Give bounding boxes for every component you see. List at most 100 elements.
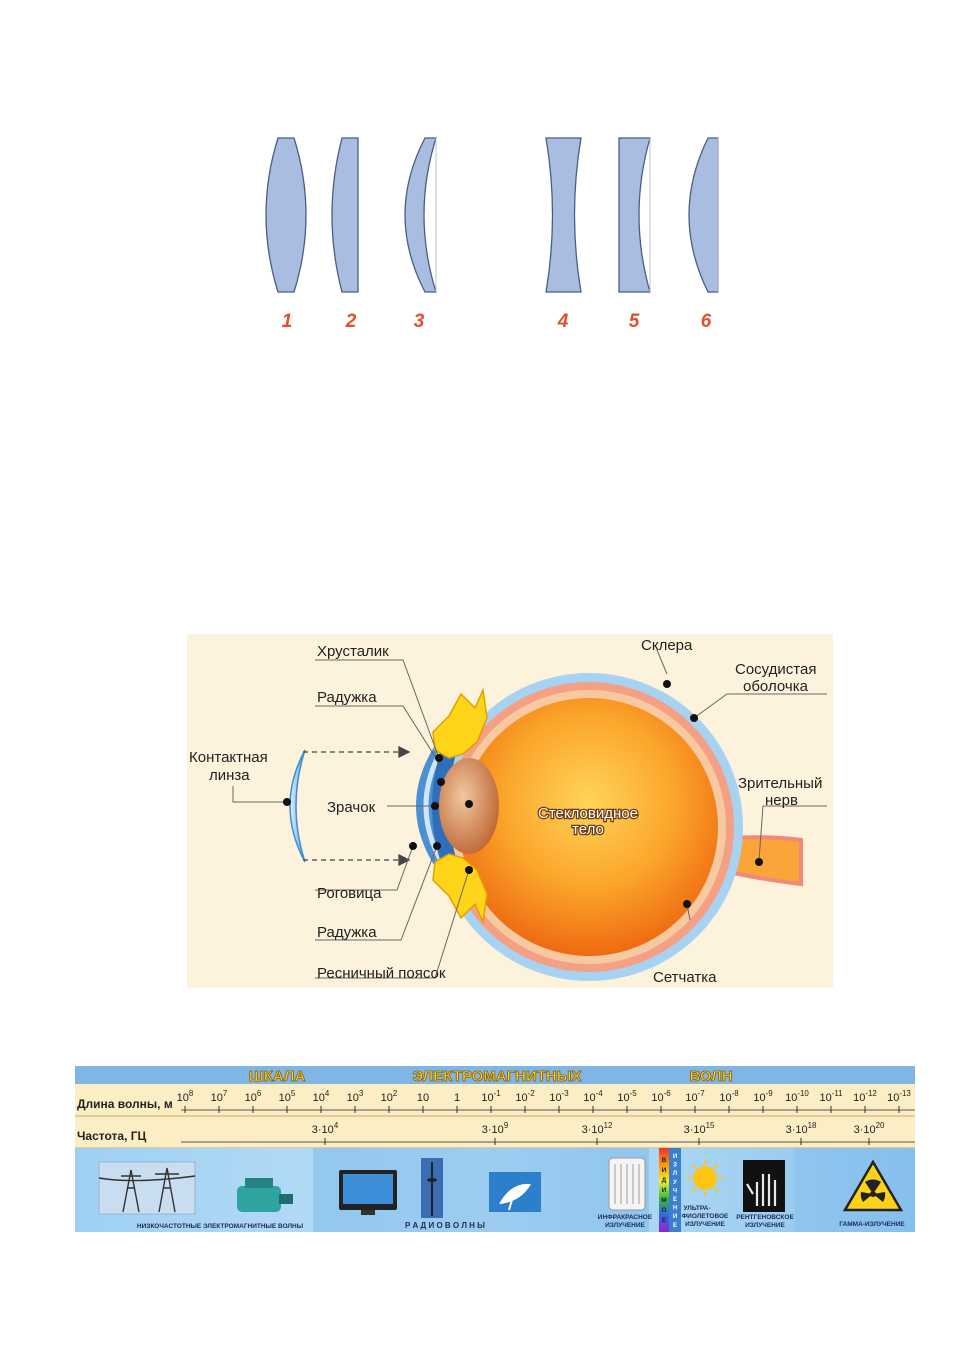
wavelength-tick: 106	[245, 1089, 262, 1104]
label-retina: Сетчатка	[653, 969, 717, 986]
visible-light-letter: И	[662, 1187, 667, 1194]
wavelength-tick: 10-1	[481, 1089, 501, 1104]
satellite-dish-illustration	[489, 1172, 541, 1212]
wavelength-row	[75, 1084, 915, 1116]
frequency-tick: 3·104	[312, 1121, 339, 1136]
lens-label-6: 6	[701, 311, 712, 332]
frequency-label: Частота, ГЦ	[77, 1129, 147, 1143]
lens-biconcave	[545, 137, 582, 293]
frequency-tick: 3·109	[482, 1121, 509, 1136]
radiation-sign-illustration	[842, 1159, 904, 1212]
label-vitreous-2: тело	[572, 821, 604, 838]
eye-anatomy-diagram: Хрусталик Радужка Контактная линза Зрачо…	[187, 634, 833, 988]
lens-plano-convex	[331, 137, 359, 293]
tv-tower-illustration	[421, 1158, 443, 1218]
label-pupil: Зрачок	[327, 799, 376, 816]
generator-illustration	[237, 1178, 293, 1212]
wavelength-tick: 10-13	[887, 1089, 911, 1104]
visible-light-letter: Е	[662, 1217, 667, 1224]
wavelength-tick: 10	[417, 1092, 429, 1104]
lens-plano-concave	[618, 137, 651, 293]
wavelength-tick: 10-5	[617, 1089, 637, 1104]
wavelength-tick: 108	[177, 1089, 194, 1104]
visible-light-letter: И	[662, 1167, 667, 1174]
band-gamma: ГАММА-ИЗЛУЧЕНИЕ	[839, 1221, 905, 1228]
wavelength-tick: 10-8	[719, 1089, 739, 1104]
frequency-tick: 3·1012	[582, 1121, 613, 1136]
radiation-letter: У	[673, 1180, 677, 1186]
band-xray-2: ИЗЛУЧЕНИЕ	[745, 1222, 785, 1229]
cornea-shape	[416, 726, 461, 886]
label-optic-1: Зрительный	[738, 775, 822, 792]
label-contact-lens-2: линза	[209, 767, 250, 784]
lens-label-3: 3	[414, 311, 425, 332]
radiator-illustration	[608, 1157, 646, 1211]
band-xray-1: РЕНТГЕНОВСКОЕ	[736, 1214, 794, 1221]
band-radio: Р А Д И О В О Л Н Ы	[405, 1221, 485, 1230]
visible-light-letter: О	[661, 1207, 666, 1214]
ciliary-body-top	[432, 687, 488, 759]
scale-header	[75, 1066, 915, 1084]
lens-label-4: 4	[557, 311, 569, 332]
lens-label-2: 2	[345, 311, 357, 332]
visible-light-letter: В	[662, 1157, 667, 1164]
band-infrared-1: ИНФРАКРАСНОЕ	[598, 1214, 653, 1221]
label-vitreous-1: Стекловидное	[538, 805, 638, 822]
radiation-letter: Н	[673, 1206, 677, 1212]
wavelength-tick: 10-10	[785, 1089, 809, 1104]
contact-lens-shape	[289, 749, 306, 863]
radiation-letter: И	[673, 1214, 677, 1220]
band-uv-1: УЛЬТРА-	[684, 1205, 711, 1212]
tv-illustration	[339, 1170, 397, 1215]
frequency-tick: 3·1018	[786, 1121, 817, 1136]
wavelength-tick: 104	[313, 1089, 330, 1104]
wavelength-tick: 105	[279, 1089, 296, 1104]
wavelength-tick: 10-9	[753, 1089, 773, 1104]
ciliary-body-bottom	[432, 853, 488, 925]
title-word-3: ВОЛН	[689, 1068, 732, 1085]
band-low-frequency: НИЗКОЧАСТОТНЫЕ ЭЛЕКТРОМАГНИТНЫЕ ВОЛНЫ	[137, 1223, 303, 1230]
em-wave-scale: ШКАЛА ЭЛЕКТРОМАГНИТНЫХ ВОЛН Длина волны,…	[75, 1066, 915, 1232]
band-uv-3: ИЗЛУЧЕНИЕ	[685, 1221, 725, 1228]
wavelength-tick: 1	[454, 1092, 460, 1104]
label-choroid-2: оболочка	[743, 678, 809, 695]
lens-types-diagram: 1 2 3 4 5 6	[265, 137, 719, 332]
wavelength-tick: 10-3	[549, 1089, 569, 1104]
wavelength-tick: 10-4	[583, 1089, 603, 1104]
title-word-1: ШКАЛА	[249, 1068, 306, 1085]
wavelength-tick: 10-12	[853, 1089, 877, 1104]
label-optic-2: нерв	[765, 792, 798, 809]
label-contact-lens-1: Контактная	[189, 749, 268, 766]
wavelength-tick: 102	[381, 1089, 398, 1104]
title-word-2: ЭЛЕКТРОМАГНИТНЫХ	[413, 1068, 582, 1085]
lens-convex-meniscus	[404, 137, 437, 293]
wavelength-tick: 103	[347, 1089, 364, 1104]
label-iris-bottom: Радужка	[317, 924, 377, 941]
power-lines-illustration	[98, 1161, 196, 1215]
visible-light-letter: Д	[662, 1177, 667, 1184]
label-ciliary: Ресничный поясок	[317, 965, 446, 982]
wavelength-tick: 10-2	[515, 1089, 534, 1104]
lens-label-1: 1	[282, 311, 293, 332]
lens-concave-meniscus	[688, 137, 719, 293]
wavelength-tick: 10-7	[685, 1089, 704, 1104]
radiation-letter: Е	[673, 1197, 677, 1203]
vitreous-body	[460, 698, 718, 956]
band-infrared-2: ИЗЛУЧЕНИЕ	[605, 1222, 645, 1229]
radiation-letter: Ч	[673, 1188, 677, 1194]
wavelength-tick: 10-11	[819, 1089, 843, 1104]
label-lens: Хрусталик	[317, 643, 389, 660]
frequency-tick: 3·1015	[684, 1121, 715, 1136]
radiation-letter: З	[673, 1163, 677, 1169]
label-choroid-1: Сосудистая	[735, 661, 816, 678]
sun-illustration	[687, 1160, 723, 1196]
band-uv-2: ФИОЛЕТОВОЕ	[682, 1213, 729, 1220]
xray-hand-illustration	[743, 1160, 785, 1212]
visible-spectrum-strip	[659, 1148, 669, 1232]
wavelength-label: Длина волны, м	[77, 1097, 173, 1111]
frequency-tick: 3·1020	[854, 1121, 885, 1136]
visible-light-letter: М	[661, 1197, 666, 1204]
label-cornea: Роговица	[317, 885, 382, 902]
lens-biconvex	[265, 137, 307, 293]
lens-label-5: 5	[629, 311, 640, 332]
